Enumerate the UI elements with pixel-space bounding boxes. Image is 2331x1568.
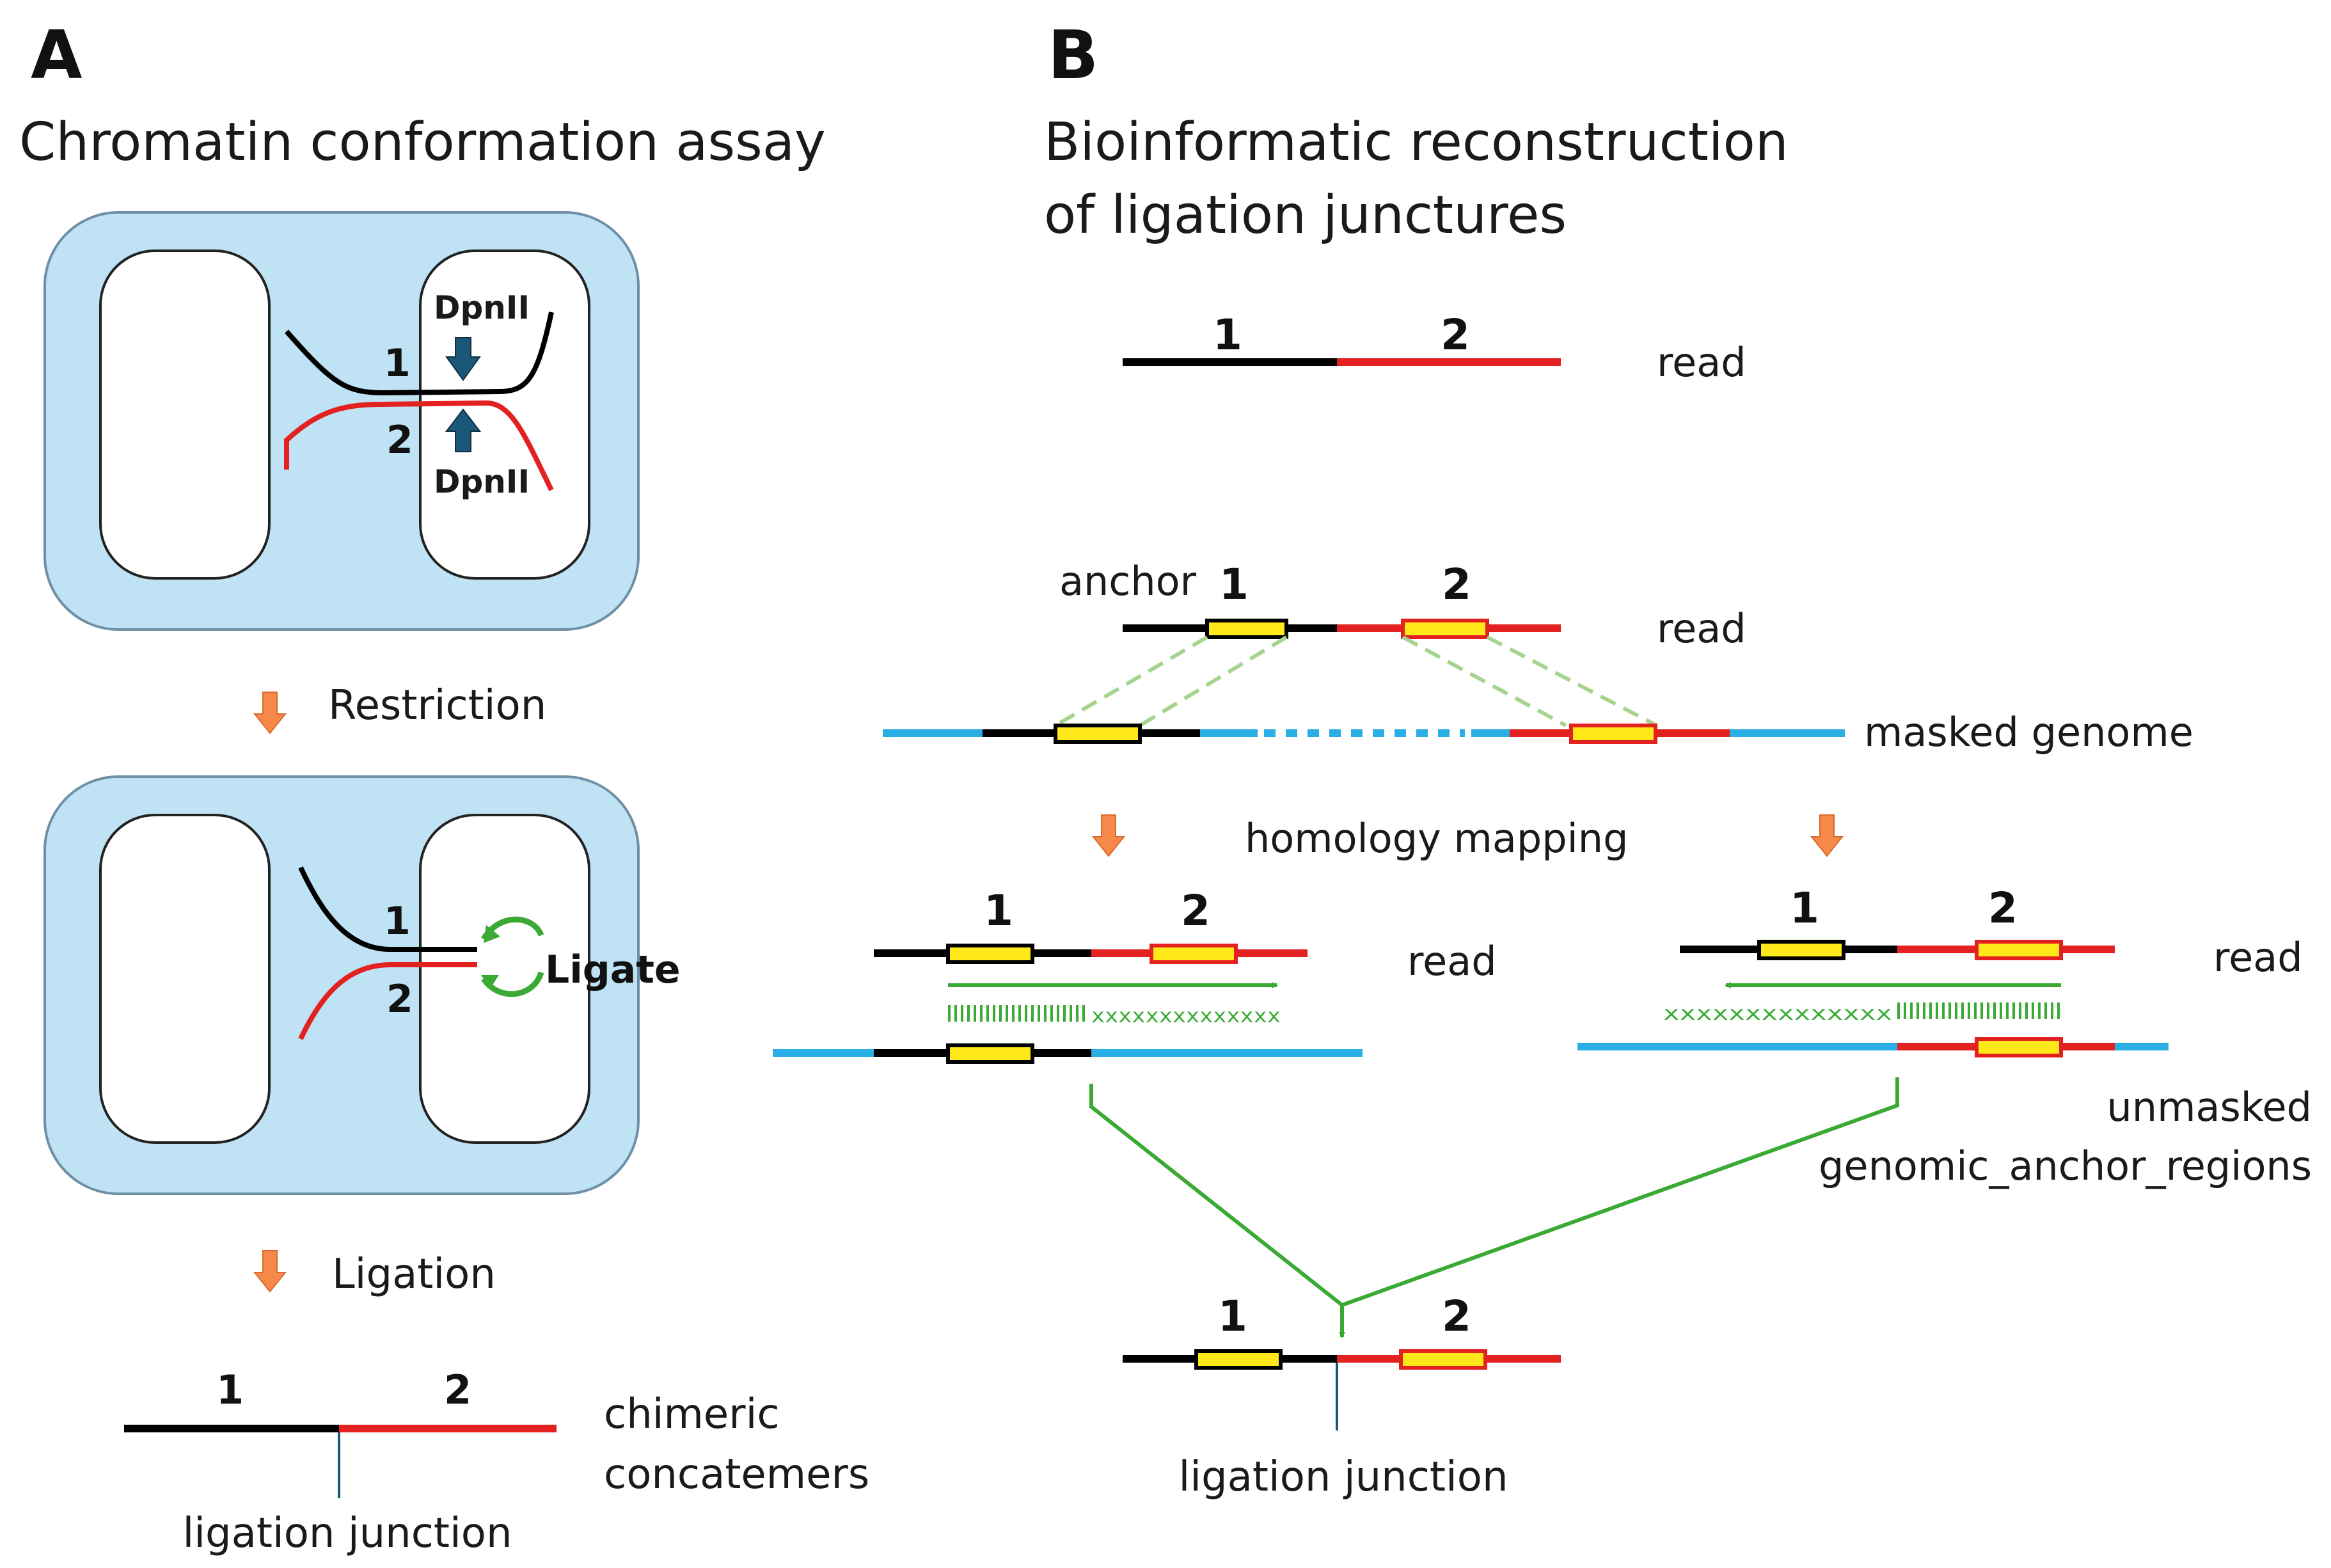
cut-arrow-icon — [445, 408, 482, 452]
ligation-junction-label: ligation junction — [1178, 1453, 1508, 1501]
fragment-2-label: 2 — [1441, 310, 1470, 360]
concatemer-label-line2: concatemers — [604, 1451, 869, 1498]
anchor-box-1 — [946, 944, 1034, 964]
left-mapping: 1 2 read xxxxxxxxxxxxxx — [773, 886, 1497, 1064]
fragment-2-label: 2 — [386, 977, 413, 1022]
homology-lines — [1054, 635, 1658, 727]
strand-2-cut — [298, 962, 477, 1040]
mismatch-marks: xxxxxxxxxxxxxx — [1663, 1002, 1892, 1025]
fragment-1-label: 1 — [384, 341, 411, 386]
right-connector — [1341, 1077, 1899, 1307]
unmasked-label-line1: unmasked — [2107, 1084, 2312, 1130]
strand-1 — [284, 312, 554, 396]
fragment-2-label: 2 — [386, 418, 413, 463]
down-arrow-icon — [253, 692, 287, 734]
cell-after-restriction: 1 2 Ligate — [43, 775, 681, 1195]
read-with-anchors: 1 2 anchor read — [1059, 558, 1746, 652]
anchor-box-2 — [1569, 724, 1657, 744]
anchor-box-1 — [946, 1043, 1034, 1064]
cut-arrow-icon — [445, 337, 481, 381]
panel-a: A Chromatin conformation assay 1 2 DpnII… — [19, 16, 869, 1557]
anchor-box-2 — [1150, 944, 1238, 964]
masked-genome-label: masked genome — [1864, 709, 2193, 756]
right-mapping: 1 2 read xxxxxxxxxxxxxx unmasked genomic… — [1577, 883, 2312, 1189]
nucleus-left — [99, 249, 271, 580]
fragment-1-label: 1 — [1790, 883, 1819, 933]
strand-2 — [284, 400, 554, 491]
reconstructed-read: 1 2 ligation junction — [1123, 1292, 1561, 1501]
masked-genome: masked genome — [883, 709, 2193, 756]
merge-connectors — [1089, 1077, 1899, 1338]
fragment-2-label: 2 — [1988, 883, 2018, 933]
down-arrow-icon — [1810, 814, 1844, 857]
read-label: read — [1407, 938, 1497, 985]
chimeric-concatemer: 1 2 chimeric concatemers ligation juncti… — [124, 1366, 869, 1557]
read-label: read — [2213, 934, 2303, 981]
read-plain: 1 2 read — [1123, 310, 1746, 386]
mismatch-marks: xxxxxxxxxxxxxx — [1091, 1005, 1281, 1027]
fragment-1-label: 1 — [984, 886, 1013, 935]
nucleus-left — [99, 814, 271, 1144]
down-arrow-icon — [253, 1250, 287, 1293]
panel-b-title-line2: of ligation junctures — [1044, 185, 1567, 246]
concatemer-label-line1: chimeric — [604, 1391, 780, 1438]
fragment-1-label: 1 — [216, 1366, 244, 1413]
enzyme-label-top: DpnII — [434, 289, 530, 326]
fragment-2-label: 2 — [1181, 886, 1210, 935]
fragment-1-label: 1 — [1218, 1292, 1247, 1341]
fragment-2-label: 2 — [1442, 1292, 1471, 1341]
cell-before-restriction: 1 2 DpnII DpnII — [43, 211, 640, 631]
fragment-2-label: 2 — [444, 1366, 471, 1413]
panel-b-title-line1: Bioinformatic reconstruction — [1044, 112, 1789, 173]
anchor-box-1 — [1194, 1349, 1283, 1370]
read-label: read — [1657, 605, 1746, 652]
ligation-junction-label: ligation junction — [182, 1510, 512, 1557]
panel-b-letter: B — [1048, 16, 1098, 94]
anchor-box-2 — [1975, 1037, 2063, 1057]
anchor-label: anchor — [1059, 558, 1197, 605]
anchor-box-2 — [1975, 940, 2063, 960]
fragment-1-label: 1 — [1213, 310, 1242, 360]
fragment-1-label: 1 — [384, 899, 411, 944]
unmasked-label-line2: genomic_anchor_regions — [1819, 1143, 2312, 1189]
step-ligation-label: Ligation — [332, 1251, 496, 1298]
panel-b: B Bioinformatic reconstruction of ligati… — [773, 16, 2312, 1501]
nucleus-right — [419, 814, 590, 1144]
ligate-label: Ligate — [545, 947, 681, 992]
fragment-2-label: 2 — [1442, 560, 1471, 609]
step-restriction-label: Restriction — [328, 682, 546, 729]
anchor-box-1 — [1054, 724, 1142, 744]
circular-arrows-icon — [481, 916, 544, 997]
anchor-box-2 — [1399, 1349, 1487, 1370]
panel-a-title: Chromatin conformation assay — [19, 112, 826, 173]
left-connector — [1089, 1084, 1343, 1307]
read-label: read — [1657, 339, 1746, 386]
anchor-box-2 — [1401, 619, 1489, 639]
panel-a-letter: A — [31, 16, 83, 94]
down-arrow-icon — [1091, 814, 1126, 857]
enzyme-label-bottom: DpnII — [434, 463, 530, 500]
fragment-1-label: 1 — [1219, 560, 1249, 609]
anchor-box-1 — [1205, 619, 1288, 639]
homology-mapping-label: homology mapping — [1245, 815, 1628, 862]
anchor-box-1 — [1757, 940, 1845, 960]
strand-1-cut — [298, 866, 477, 952]
